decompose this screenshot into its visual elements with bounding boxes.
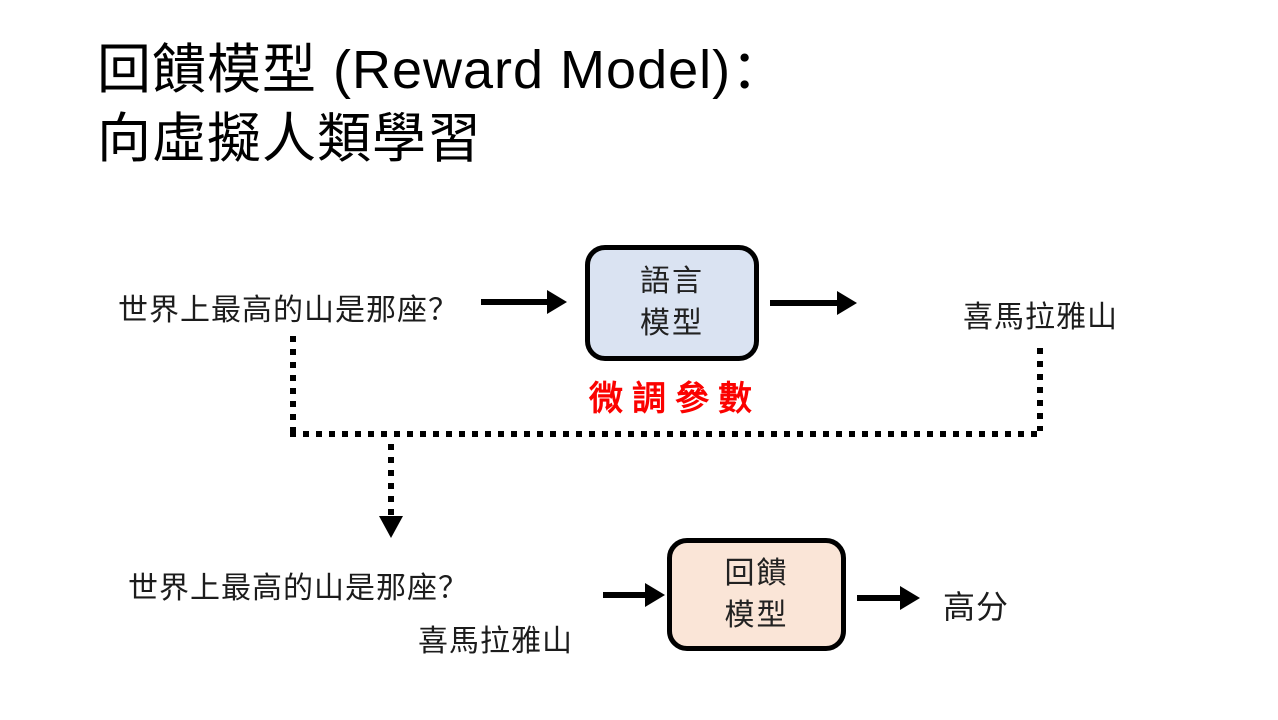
arrow-right-icon	[770, 291, 857, 315]
reward-model-box: 回饋 模型	[667, 538, 846, 651]
dotted-arrow-down-icon	[379, 516, 403, 538]
language-model-label-line1: 語言	[640, 265, 704, 298]
top-prompt-text: 世界上最高的山是那座？	[118, 294, 459, 327]
arrow-shaft	[481, 299, 547, 305]
dotted-line-vertical-right	[1037, 348, 1043, 431]
dotted-arrow-stem	[388, 444, 394, 516]
reward-model-label-line2: 模型	[724, 598, 789, 632]
dotted-line-horizontal	[290, 431, 1043, 437]
score-output-text: 高分	[943, 589, 1010, 625]
reward-model-label-line1: 回饋	[724, 556, 789, 590]
slide-title-line2: 向虛擬人類學習	[97, 109, 482, 169]
finetune-parameters-annotation: 微調參數	[589, 380, 761, 418]
arrow-shaft	[857, 595, 900, 601]
dotted-line-vertical-left	[290, 336, 296, 431]
arrow-head	[900, 586, 920, 610]
slide-title: 回饋模型 (Reward Model)： 向虛擬人類學習	[97, 36, 786, 174]
top-output-text: 喜馬拉雅山	[963, 301, 1118, 334]
arrow-right-icon	[603, 583, 665, 607]
arrow-shaft	[603, 592, 645, 598]
arrow-head	[837, 291, 857, 315]
bottom-prompt-text: 世界上最高的山是那座？	[128, 572, 469, 605]
language-model-box: 語言 模型	[585, 245, 759, 361]
arrow-head	[547, 290, 567, 314]
arrow-right-icon	[857, 586, 920, 610]
arrow-shaft	[770, 300, 837, 306]
arrow-right-icon	[481, 290, 567, 314]
slide-title-line1: 回饋模型 (Reward Model)：	[97, 40, 787, 100]
arrow-head	[645, 583, 665, 607]
language-model-label-line2: 模型	[640, 307, 704, 340]
bottom-answer-text: 喜馬拉雅山	[418, 625, 573, 658]
